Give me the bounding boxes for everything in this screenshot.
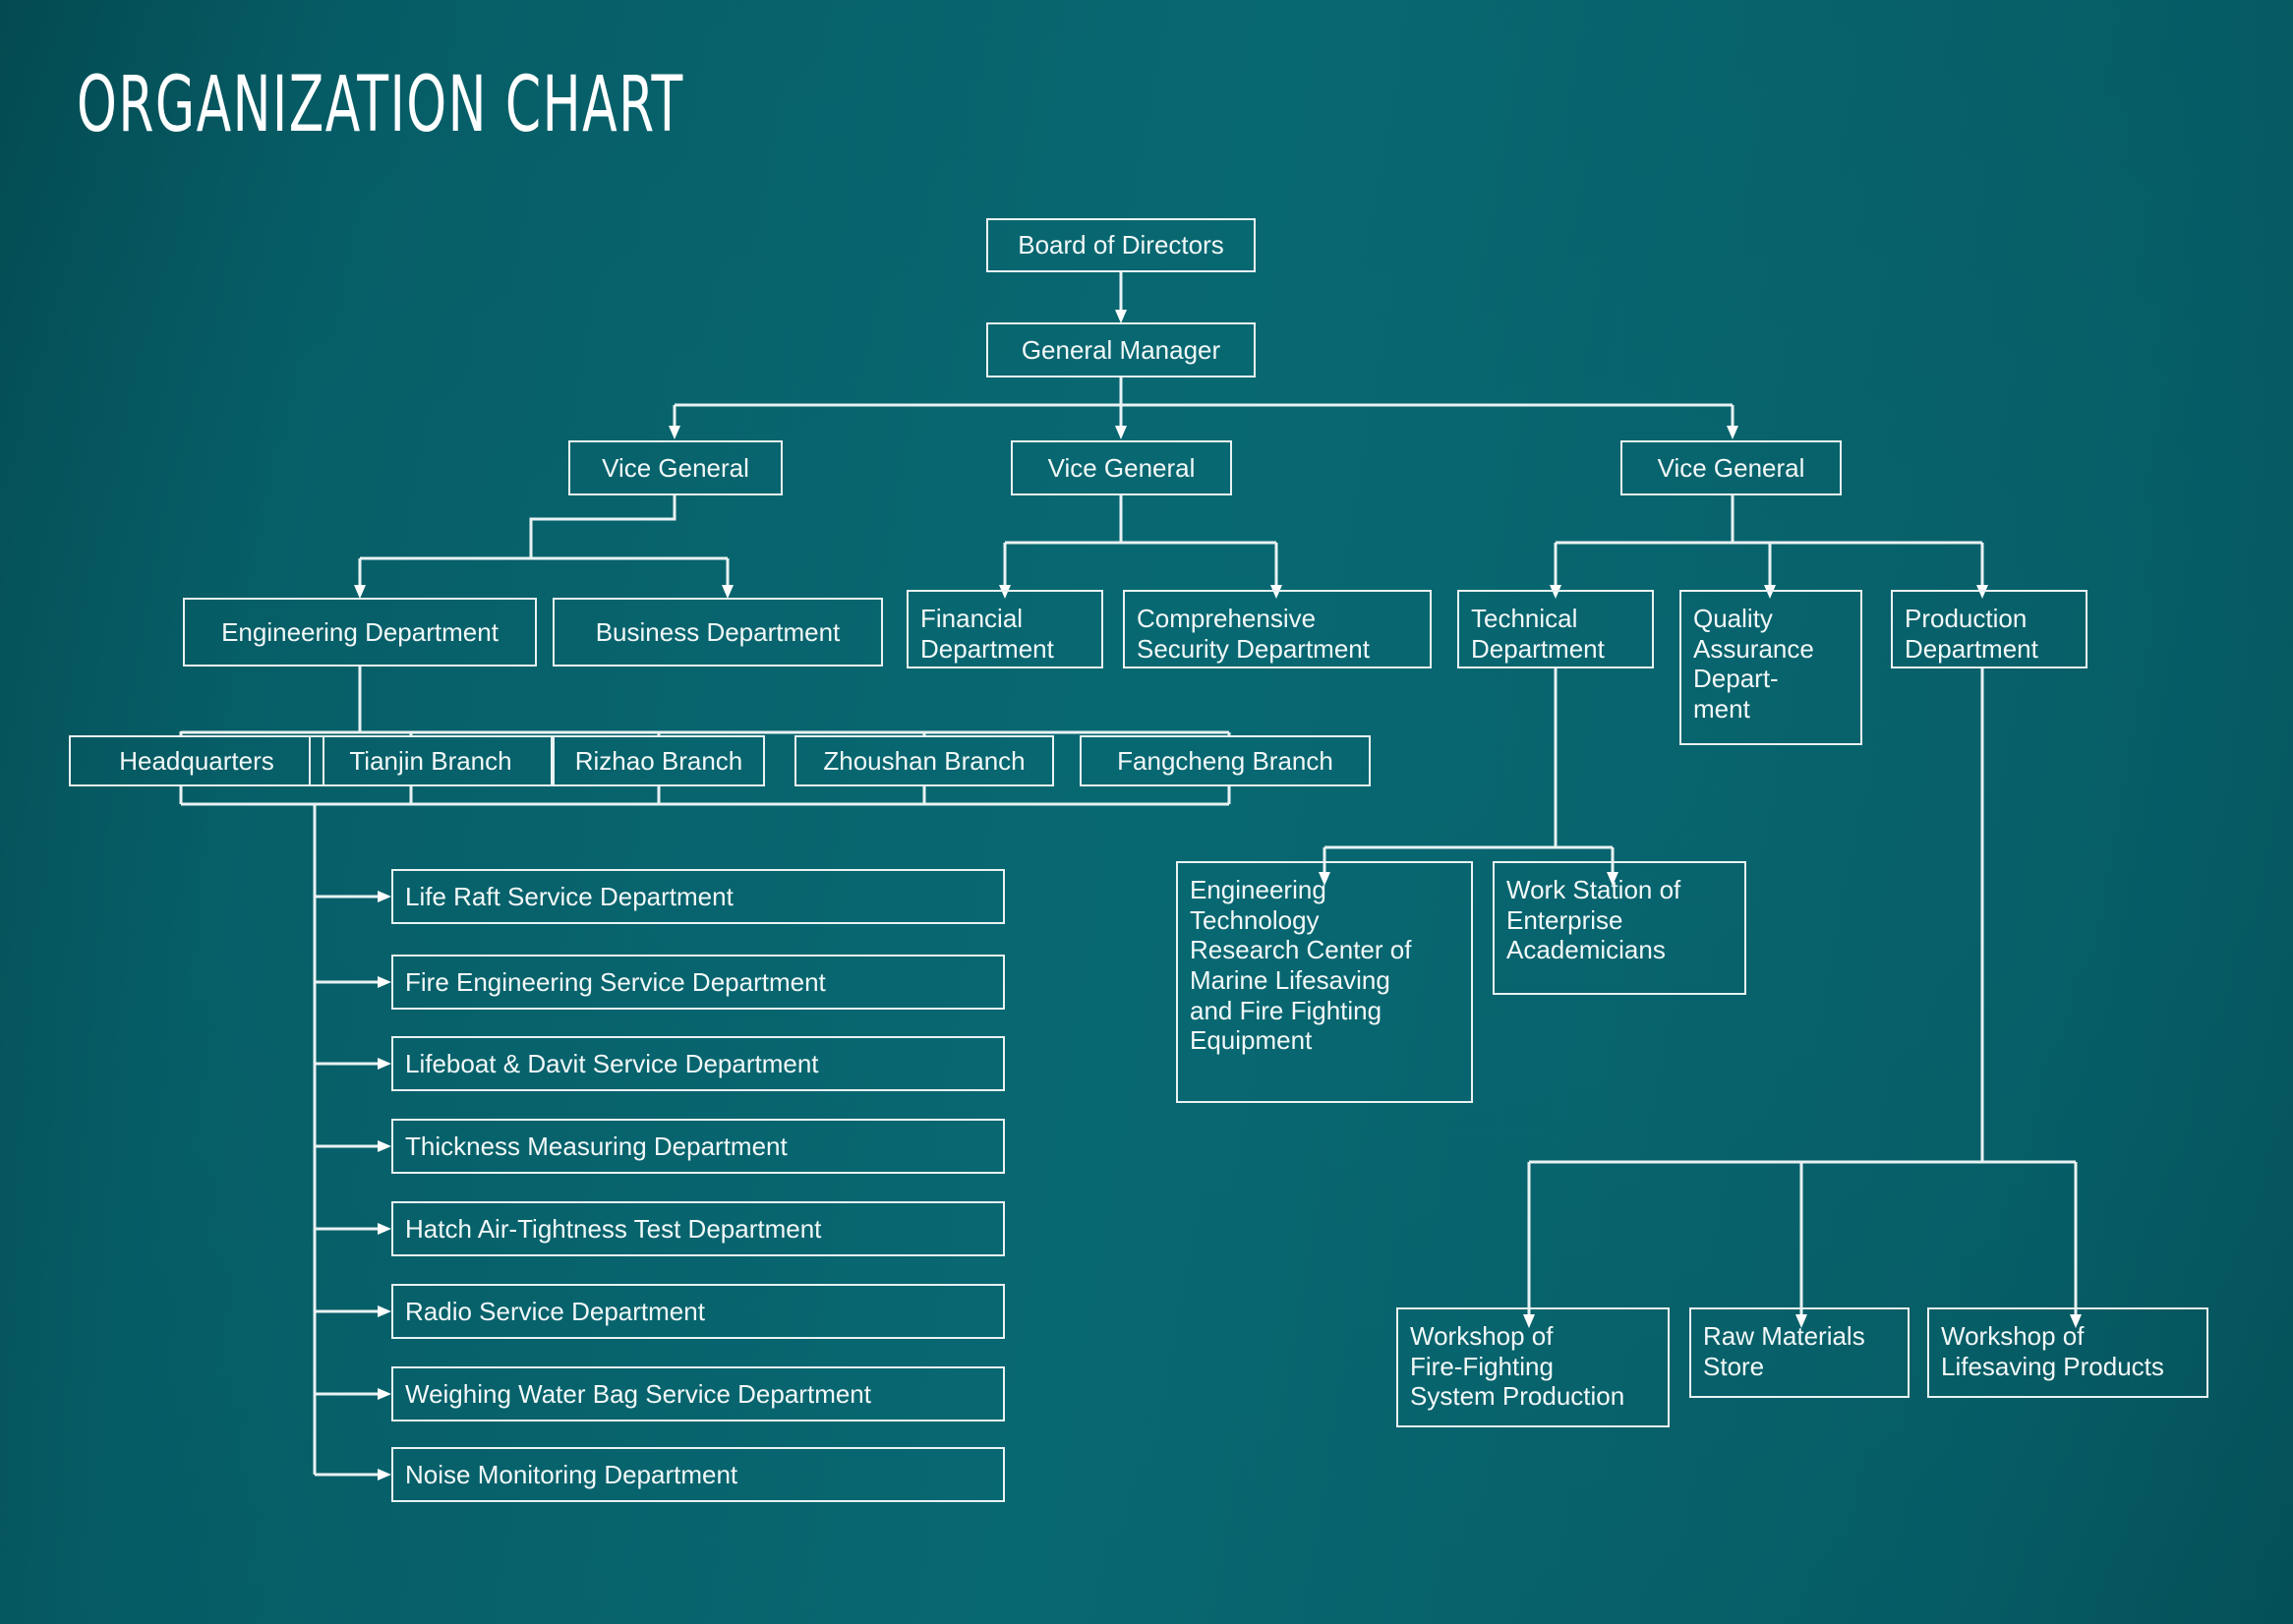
node-tianjin-branch[interactable]: Tianjin Branch (309, 735, 553, 786)
node-rizhao-branch[interactable]: Rizhao Branch (553, 735, 765, 786)
node-workshop-of-fire-fighting-system-production[interactable]: Workshop of Fire-Fighting System Product… (1396, 1307, 1670, 1427)
node-technical-department[interactable]: Technical Department (1457, 590, 1654, 668)
node-hatch-air-tightness-test-department[interactable]: Hatch Air-Tightness Test Department (391, 1201, 1005, 1256)
node-business-department[interactable]: Business Department (553, 598, 883, 667)
node-quality-assurance-department[interactable]: Quality Assurance Depart- ment (1679, 590, 1862, 745)
node-weighing-water-bag-service-department[interactable]: Weighing Water Bag Service Department (391, 1366, 1005, 1421)
node-radio-service-department[interactable]: Radio Service Department (391, 1284, 1005, 1339)
node-board-of-directors[interactable]: Board of Directors (986, 218, 1256, 272)
node-engineering-technology-research-center[interactable]: Engineering Technology Research Center o… (1176, 861, 1473, 1103)
node-production-department[interactable]: Production Department (1891, 590, 2087, 668)
node-raw-materials-store[interactable]: Raw Materials Store (1689, 1307, 1910, 1398)
node-life-raft-service-department[interactable]: Life Raft Service Department (391, 869, 1005, 924)
node-noise-monitoring-department[interactable]: Noise Monitoring Department (391, 1447, 1005, 1502)
node-work-station-of-enterprise-academicians[interactable]: Work Station of Enterprise Academicians (1493, 861, 1746, 995)
node-vice-general-3[interactable]: Vice General (1620, 440, 1842, 495)
node-thickness-measuring-department[interactable]: Thickness Measuring Department (391, 1119, 1005, 1174)
node-general-manager[interactable]: General Manager (986, 322, 1256, 377)
node-zhoushan-branch[interactable]: Zhoushan Branch (794, 735, 1054, 786)
page-title: ORGANIZATION CHART (77, 61, 684, 149)
node-comprehensive-security-department[interactable]: Comprehensive Security Department (1123, 590, 1432, 668)
node-fire-engineering-service-department[interactable]: Fire Engineering Service Department (391, 955, 1005, 1010)
node-fangcheng-branch[interactable]: Fangcheng Branch (1080, 735, 1371, 786)
node-lifeboat-davit-service-department[interactable]: Lifeboat & Davit Service Department (391, 1036, 1005, 1091)
node-vice-general-2[interactable]: Vice General (1011, 440, 1232, 495)
node-financial-department[interactable]: Financial Department (907, 590, 1103, 668)
node-engineering-department[interactable]: Engineering Department (183, 598, 537, 667)
node-workshop-of-lifesaving-products[interactable]: Workshop of Lifesaving Products (1927, 1307, 2208, 1398)
node-vice-general-1[interactable]: Vice General (568, 440, 783, 495)
node-headquarters[interactable]: Headquarters (69, 735, 324, 786)
